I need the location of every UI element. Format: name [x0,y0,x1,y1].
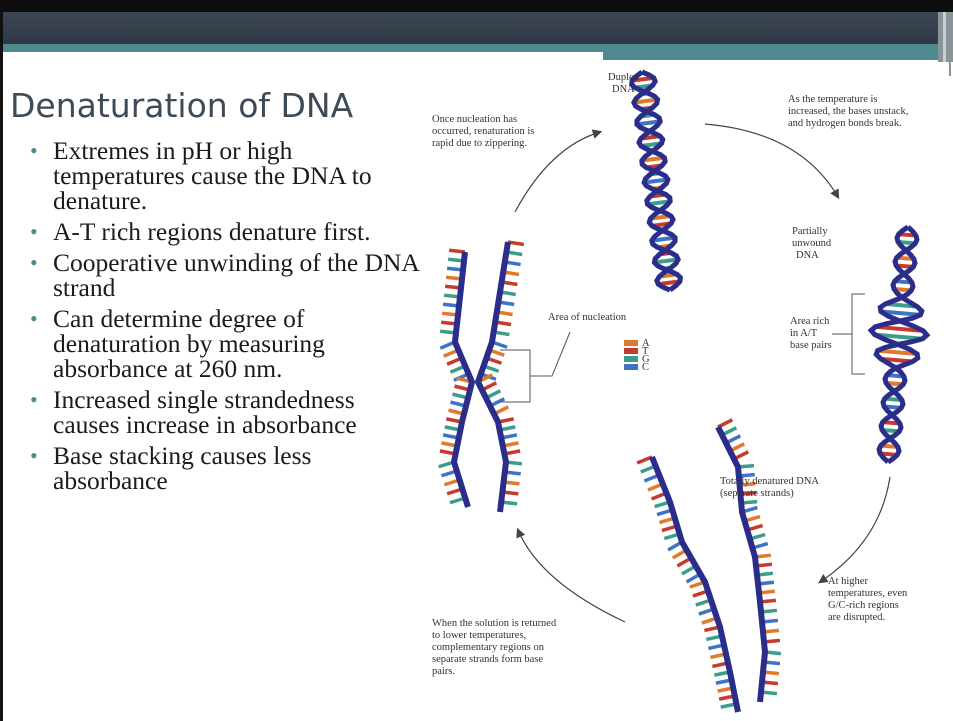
at-rich-bracket [832,294,865,374]
header-side-bar [938,12,953,62]
bullet-item: • Can determine degree of denaturation by… [28,306,423,381]
bullet-icon: • [30,443,38,468]
bullet-text: Extremes in pH or high temperatures caus… [53,136,372,215]
bullet-item: • A-T rich regions denature first. [28,219,423,244]
bullet-icon: • [30,138,38,163]
base-key-swatch-a [624,340,638,346]
nucleation-bracket [500,332,570,402]
bullet-text: A-T rich regions denature first. [53,217,370,246]
cycle-arrow-right-bottom [820,477,890,582]
bullet-text: Base stacking causes less absorbance [53,441,311,495]
label-area-of-nucleation: Area of nucleation [548,312,627,323]
bullet-text: Increased single strandedness causes inc… [53,385,357,439]
header-accent-left [3,44,603,52]
cycle-arrow-top-right [705,124,838,197]
bullet-icon: • [30,250,38,275]
label-partially-unwound: Partially unwound DNA [792,226,834,261]
header-accent-right [603,44,938,60]
duplex-dna-helix [632,72,681,290]
base-key-swatch-c [624,364,638,370]
label-totally-denatured: Totally denatured DNA (separate strands) [720,476,821,499]
bullet-icon: • [30,387,38,412]
header-band [3,12,938,44]
label-higher-temperatures: At higher temperatures, even G/C-rich re… [828,576,910,623]
bullet-item: • Base stacking causes less absorbance [28,443,423,493]
base-key-letter-c: C [642,362,649,373]
slide-frame-left [0,0,3,721]
bullet-list: • Extremes in pH or high temperatures cau… [28,138,423,499]
bullet-text: Cooperative unwinding of the DNA strand [53,248,418,302]
slide-frame-top [0,0,953,12]
bullet-item: • Increased single strandedness causes in… [28,387,423,437]
label-nucleation-occurred: Once nucleation has occurred, renaturati… [432,114,537,149]
dna-backbone [876,227,927,462]
label-duplex-dna: Duplex DNA [608,72,642,95]
label-temperature-increased: As the temperature is increased, the bas… [788,94,911,129]
dna-denaturation-diagram: A T G C Duplex DNA Once nucleation has o… [420,62,950,721]
base-stub [637,457,652,463]
cycle-arrow-left-top [515,132,600,212]
cycle-arrow-bottom-left [518,530,625,622]
label-area-rich-at: Area rich in A/T base pairs [790,316,832,351]
base-key: A T G C [624,338,650,373]
slide-title: Denaturation of DNA [10,86,353,125]
bullet-text: Can determine degree of denaturation by … [53,304,325,383]
bullet-icon: • [30,219,38,244]
partially-unwound-dna-helix [871,227,927,462]
nucleation-dna-strands [439,242,524,512]
totally-denatured-dna-strands [637,420,781,712]
bullet-item: • Extremes in pH or high temperatures cau… [28,138,423,213]
label-solution-returned: When the solution is returned to lower t… [432,618,559,677]
bullet-icon: • [30,306,38,331]
base-key-swatch-t [624,348,638,354]
bullet-item: • Cooperative unwinding of the DNA strand [28,250,423,300]
base-key-swatch-g [624,356,638,362]
